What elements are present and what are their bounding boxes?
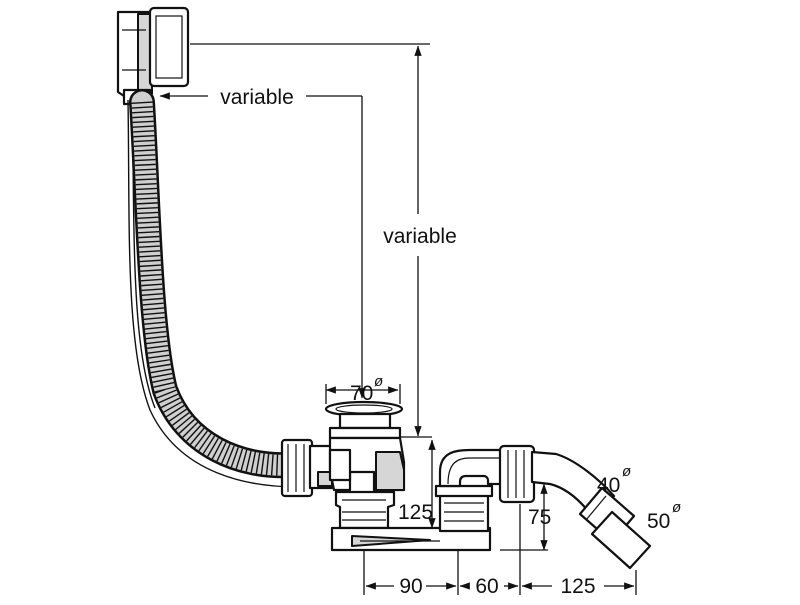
label-height-trap: 75 <box>528 506 551 529</box>
waste-outlet <box>324 400 492 552</box>
dimension-lines <box>159 43 637 595</box>
trap-assembly <box>434 444 652 570</box>
label-overflow-diameter: 70 <box>350 382 373 405</box>
label-dist-a: 90 <box>399 575 422 598</box>
label-variable-horizontal: variable <box>220 86 294 109</box>
diameter-mark-70: ø <box>374 373 383 390</box>
label-pipe-small: 40 <box>597 474 620 497</box>
label-dist-b: 60 <box>475 575 498 598</box>
label-height-outlet: 125 <box>398 501 433 524</box>
flexible-hose <box>127 89 305 488</box>
diameter-mark-40: ø <box>622 463 631 480</box>
hose-union-nut <box>280 438 334 498</box>
label-pipe-large: 50 <box>647 510 670 533</box>
overflow-head <box>116 6 190 106</box>
diameter-mark-50: ø <box>672 499 681 516</box>
label-variable-vertical: variable <box>383 225 457 248</box>
label-dist-c: 125 <box>560 575 595 598</box>
dimension-labels: variable variable 70 ø 125 75 40 ø 50 ø … <box>220 86 681 598</box>
